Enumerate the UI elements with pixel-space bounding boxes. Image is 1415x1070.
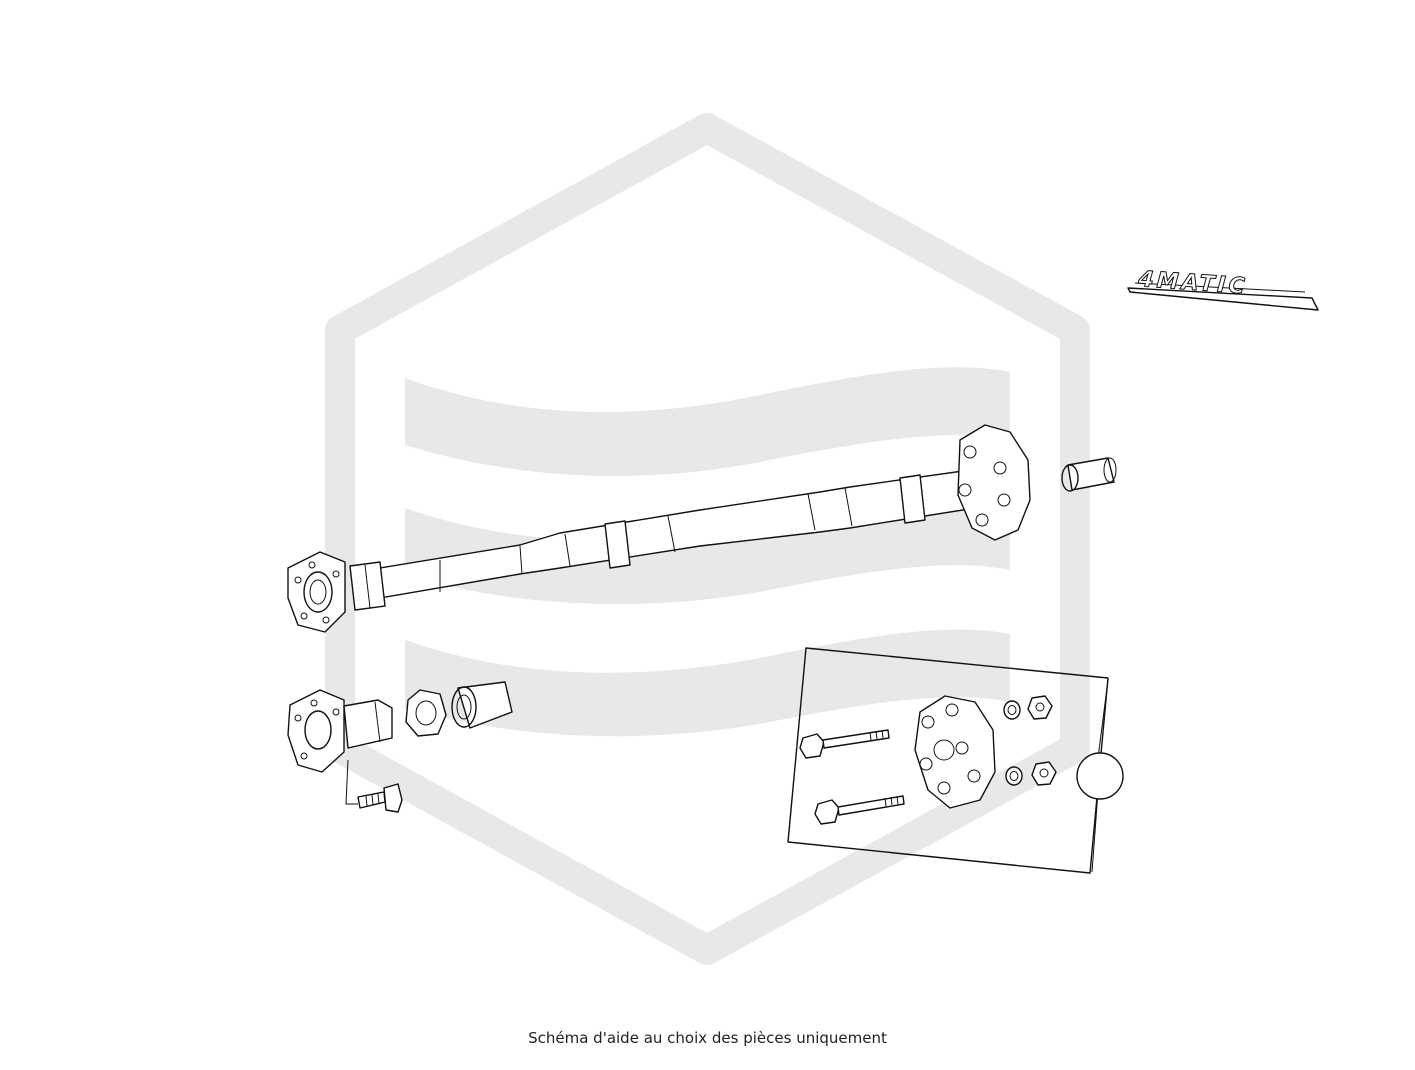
kit-nut-lower[interactable] — [1031, 761, 1057, 786]
splined-pin[interactable] — [345, 759, 403, 813]
kit-nut-upper[interactable] — [1027, 695, 1053, 720]
propeller-shaft[interactable] — [349, 469, 976, 611]
shaft-nut[interactable] — [405, 689, 447, 737]
kit-grease-callout[interactable] — [1076, 752, 1124, 800]
diagram-caption: Schéma d'aide au choix des pièces unique… — [528, 1029, 887, 1047]
kit-flex-disc[interactable] — [914, 695, 996, 809]
flex-disc-installed[interactable] — [957, 424, 1031, 541]
shaft-flange-front[interactable] — [287, 551, 346, 633]
4matic-badge-text: 4MATIC — [1137, 267, 1249, 300]
watermark-logo — [325, 113, 1090, 965]
centering-sleeve[interactable] — [1061, 457, 1117, 492]
kit-bolt-lower[interactable] — [814, 795, 905, 825]
kit-bolt-upper[interactable] — [799, 729, 890, 759]
4matic-badge[interactable]: 4MATIC — [1127, 266, 1319, 311]
flange-assembly[interactable] — [287, 689, 393, 773]
kit-washer-upper[interactable] — [1003, 700, 1021, 720]
shaft-bushing[interactable] — [451, 681, 513, 729]
repair-kit-box[interactable] — [787, 647, 1109, 874]
kit-washer-lower[interactable] — [1005, 766, 1023, 786]
